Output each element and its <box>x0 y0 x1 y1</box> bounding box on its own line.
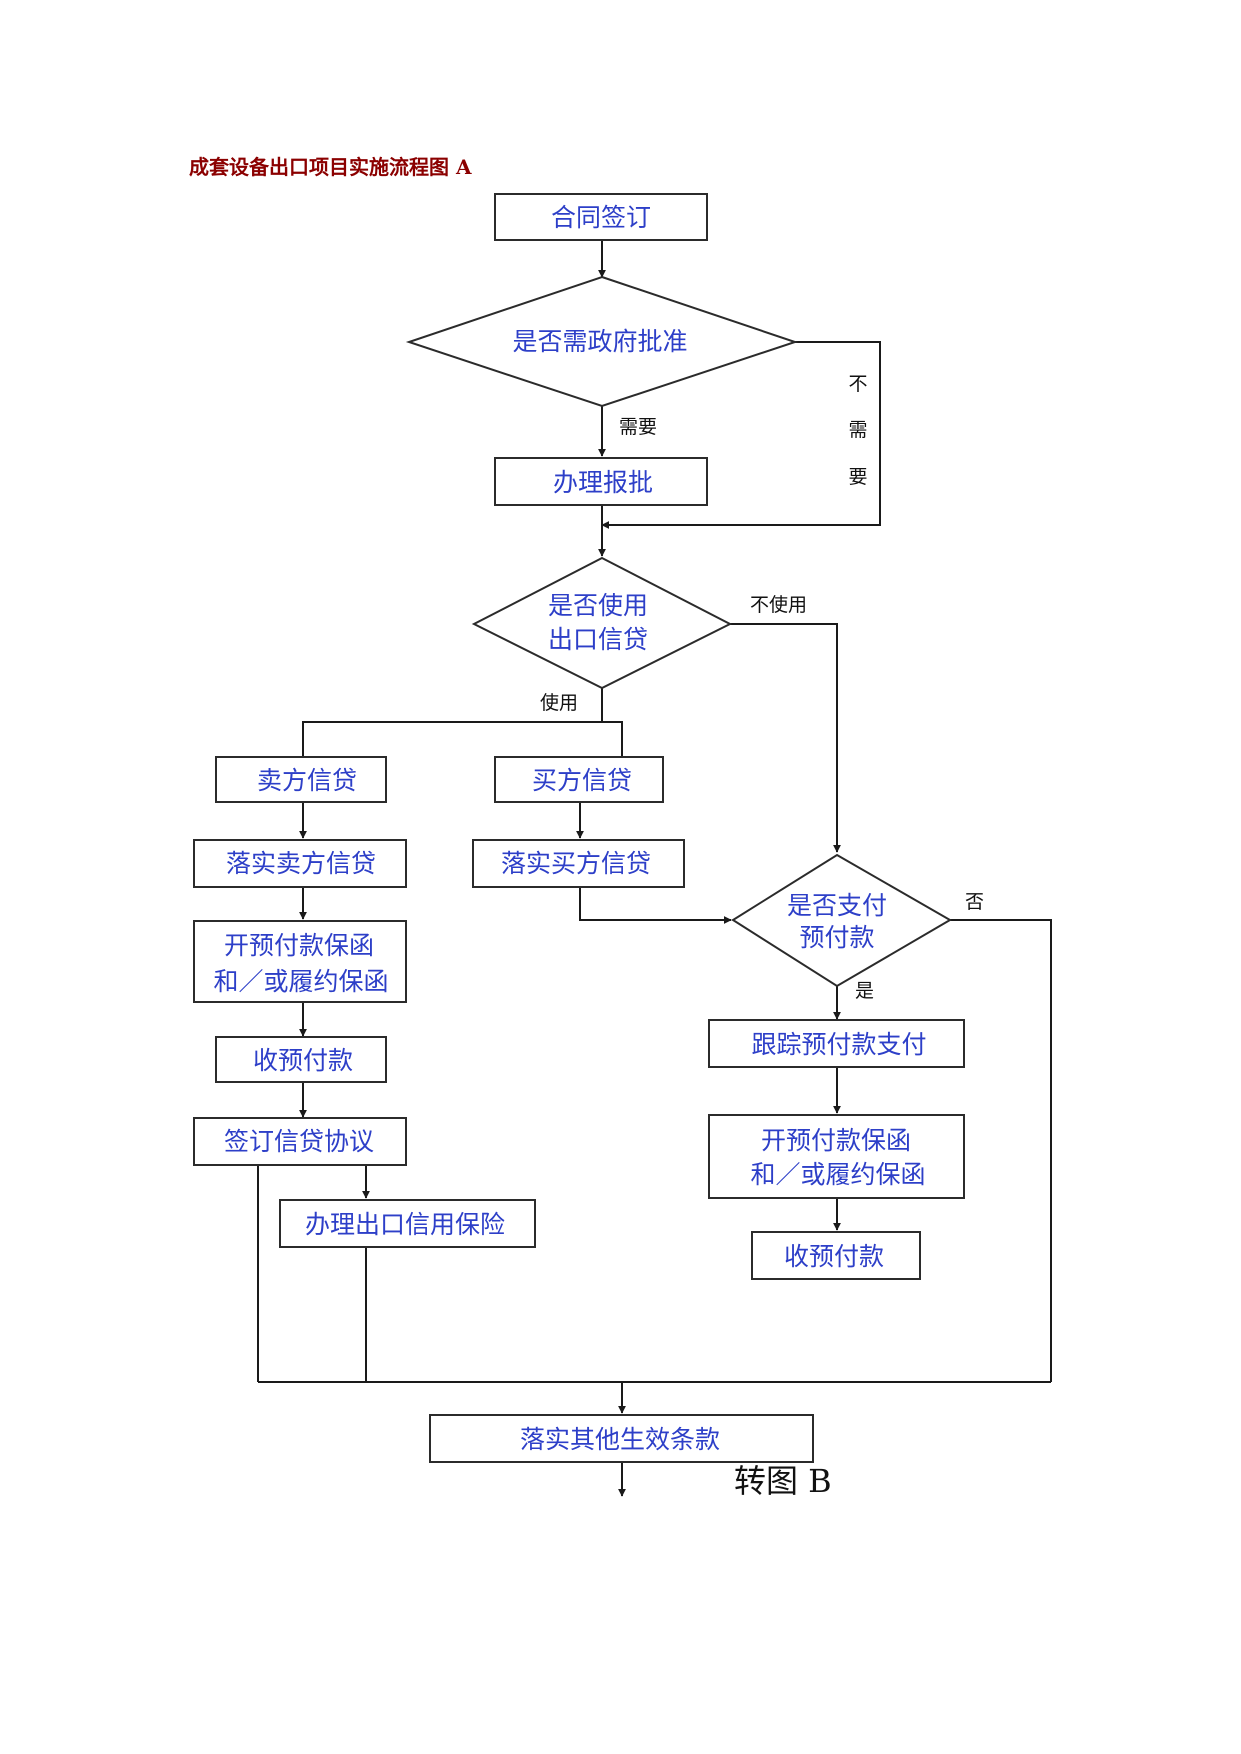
edge-label-use: 使用 <box>540 692 578 714</box>
node-handle-approval-label: 办理报批 <box>553 468 653 497</box>
node-right-receive-advance: 收预付款 <box>751 1231 921 1280</box>
edge-credit-q-not-use <box>730 623 841 853</box>
edge-label-no: 否 <box>965 891 984 913</box>
node-track-advance: 跟踪预付款支付 <box>708 1019 965 1068</box>
node-right-receive-advance-label: 收预付款 <box>784 1242 884 1271</box>
node-seller-credit-label: 卖方信贷 <box>257 766 357 795</box>
node-seller-credit: 卖方信贷 <box>215 756 387 803</box>
node-buyer-credit-label: 买方信贷 <box>532 766 632 795</box>
decision-export-credit-label-1: 是否使用 <box>548 591 648 620</box>
node-buyer-credit: 买方信贷 <box>494 756 664 803</box>
node-sign-credit-agreement-label: 签订信贷协议 <box>224 1127 374 1156</box>
goto-chart-b: 转图 B <box>734 1462 832 1500</box>
node-implement-other-terms-label: 落实其他生效条款 <box>520 1425 720 1454</box>
edge-labels: 需要 不 需 要 不使用 使用 否 是 <box>540 373 984 1002</box>
connectors <box>257 240 1052 1497</box>
page-title: 成套设备出口项目实施流程图 A <box>189 155 472 179</box>
node-handle-approval: 办理报批 <box>494 457 708 506</box>
node-implement-seller-credit: 落实卖方信贷 <box>193 839 407 888</box>
edge-label-need: 需要 <box>619 416 657 438</box>
node-right-guarantee-label-1: 开预付款保函 <box>761 1126 911 1155</box>
node-seller-guarantee: 开预付款保函 和／或履约保函 <box>193 920 407 1003</box>
edge-label-yes: 是 <box>855 980 874 1002</box>
node-export-credit-insurance: 办理出口信用保险 <box>279 1199 536 1248</box>
decision-gov-approval-label: 是否需政府批准 <box>512 327 687 356</box>
node-seller-receive-advance-label: 收预付款 <box>253 1046 353 1075</box>
node-sign-credit-agreement: 签订信贷协议 <box>193 1117 407 1166</box>
decision-export-credit: 是否使用 出口信贷 <box>471 556 733 690</box>
node-track-advance-label: 跟踪预付款支付 <box>751 1030 926 1059</box>
edge-label-no-need-1: 不 <box>848 373 867 395</box>
node-implement-other-terms: 落实其他生效条款 <box>429 1414 814 1463</box>
decision-gov-approval: 是否需政府批准 <box>405 275 799 408</box>
decision-pay-advance-label-2: 预付款 <box>799 923 874 952</box>
decision-pay-advance-label-1: 是否支付 <box>787 891 887 920</box>
node-export-credit-insurance-label: 办理出口信用保险 <box>305 1210 505 1239</box>
decision-export-credit-label-2: 出口信贷 <box>548 625 648 654</box>
edge-no-need-bypass <box>602 341 881 526</box>
edge-pay-q-no <box>950 919 1052 1382</box>
decision-pay-advance: 是否支付 预付款 <box>731 853 952 988</box>
node-implement-buyer-credit-label: 落实买方信贷 <box>501 849 651 878</box>
node-seller-guarantee-label-1: 开预付款保函 <box>224 931 374 960</box>
edge-buyer-impl-to-pay-q <box>579 887 732 924</box>
node-sign-contract-label: 合同签订 <box>551 203 651 232</box>
edge-split-branches <box>302 721 623 756</box>
node-right-guarantee-label-2: 和／或履约保函 <box>750 1160 925 1189</box>
node-seller-guarantee-label-2: 和／或履约保函 <box>213 967 388 996</box>
edge-label-not-use: 不使用 <box>750 594 807 616</box>
node-right-guarantee: 开预付款保函 和／或履约保函 <box>708 1114 965 1199</box>
node-seller-receive-advance: 收预付款 <box>215 1036 387 1083</box>
node-sign-contract: 合同签订 <box>494 193 708 241</box>
node-implement-seller-credit-label: 落实卖方信贷 <box>226 849 376 878</box>
edge-label-no-need-3: 要 <box>848 466 867 488</box>
node-implement-buyer-credit: 落实买方信贷 <box>472 839 685 888</box>
edge-label-no-need-2: 需 <box>848 419 867 441</box>
